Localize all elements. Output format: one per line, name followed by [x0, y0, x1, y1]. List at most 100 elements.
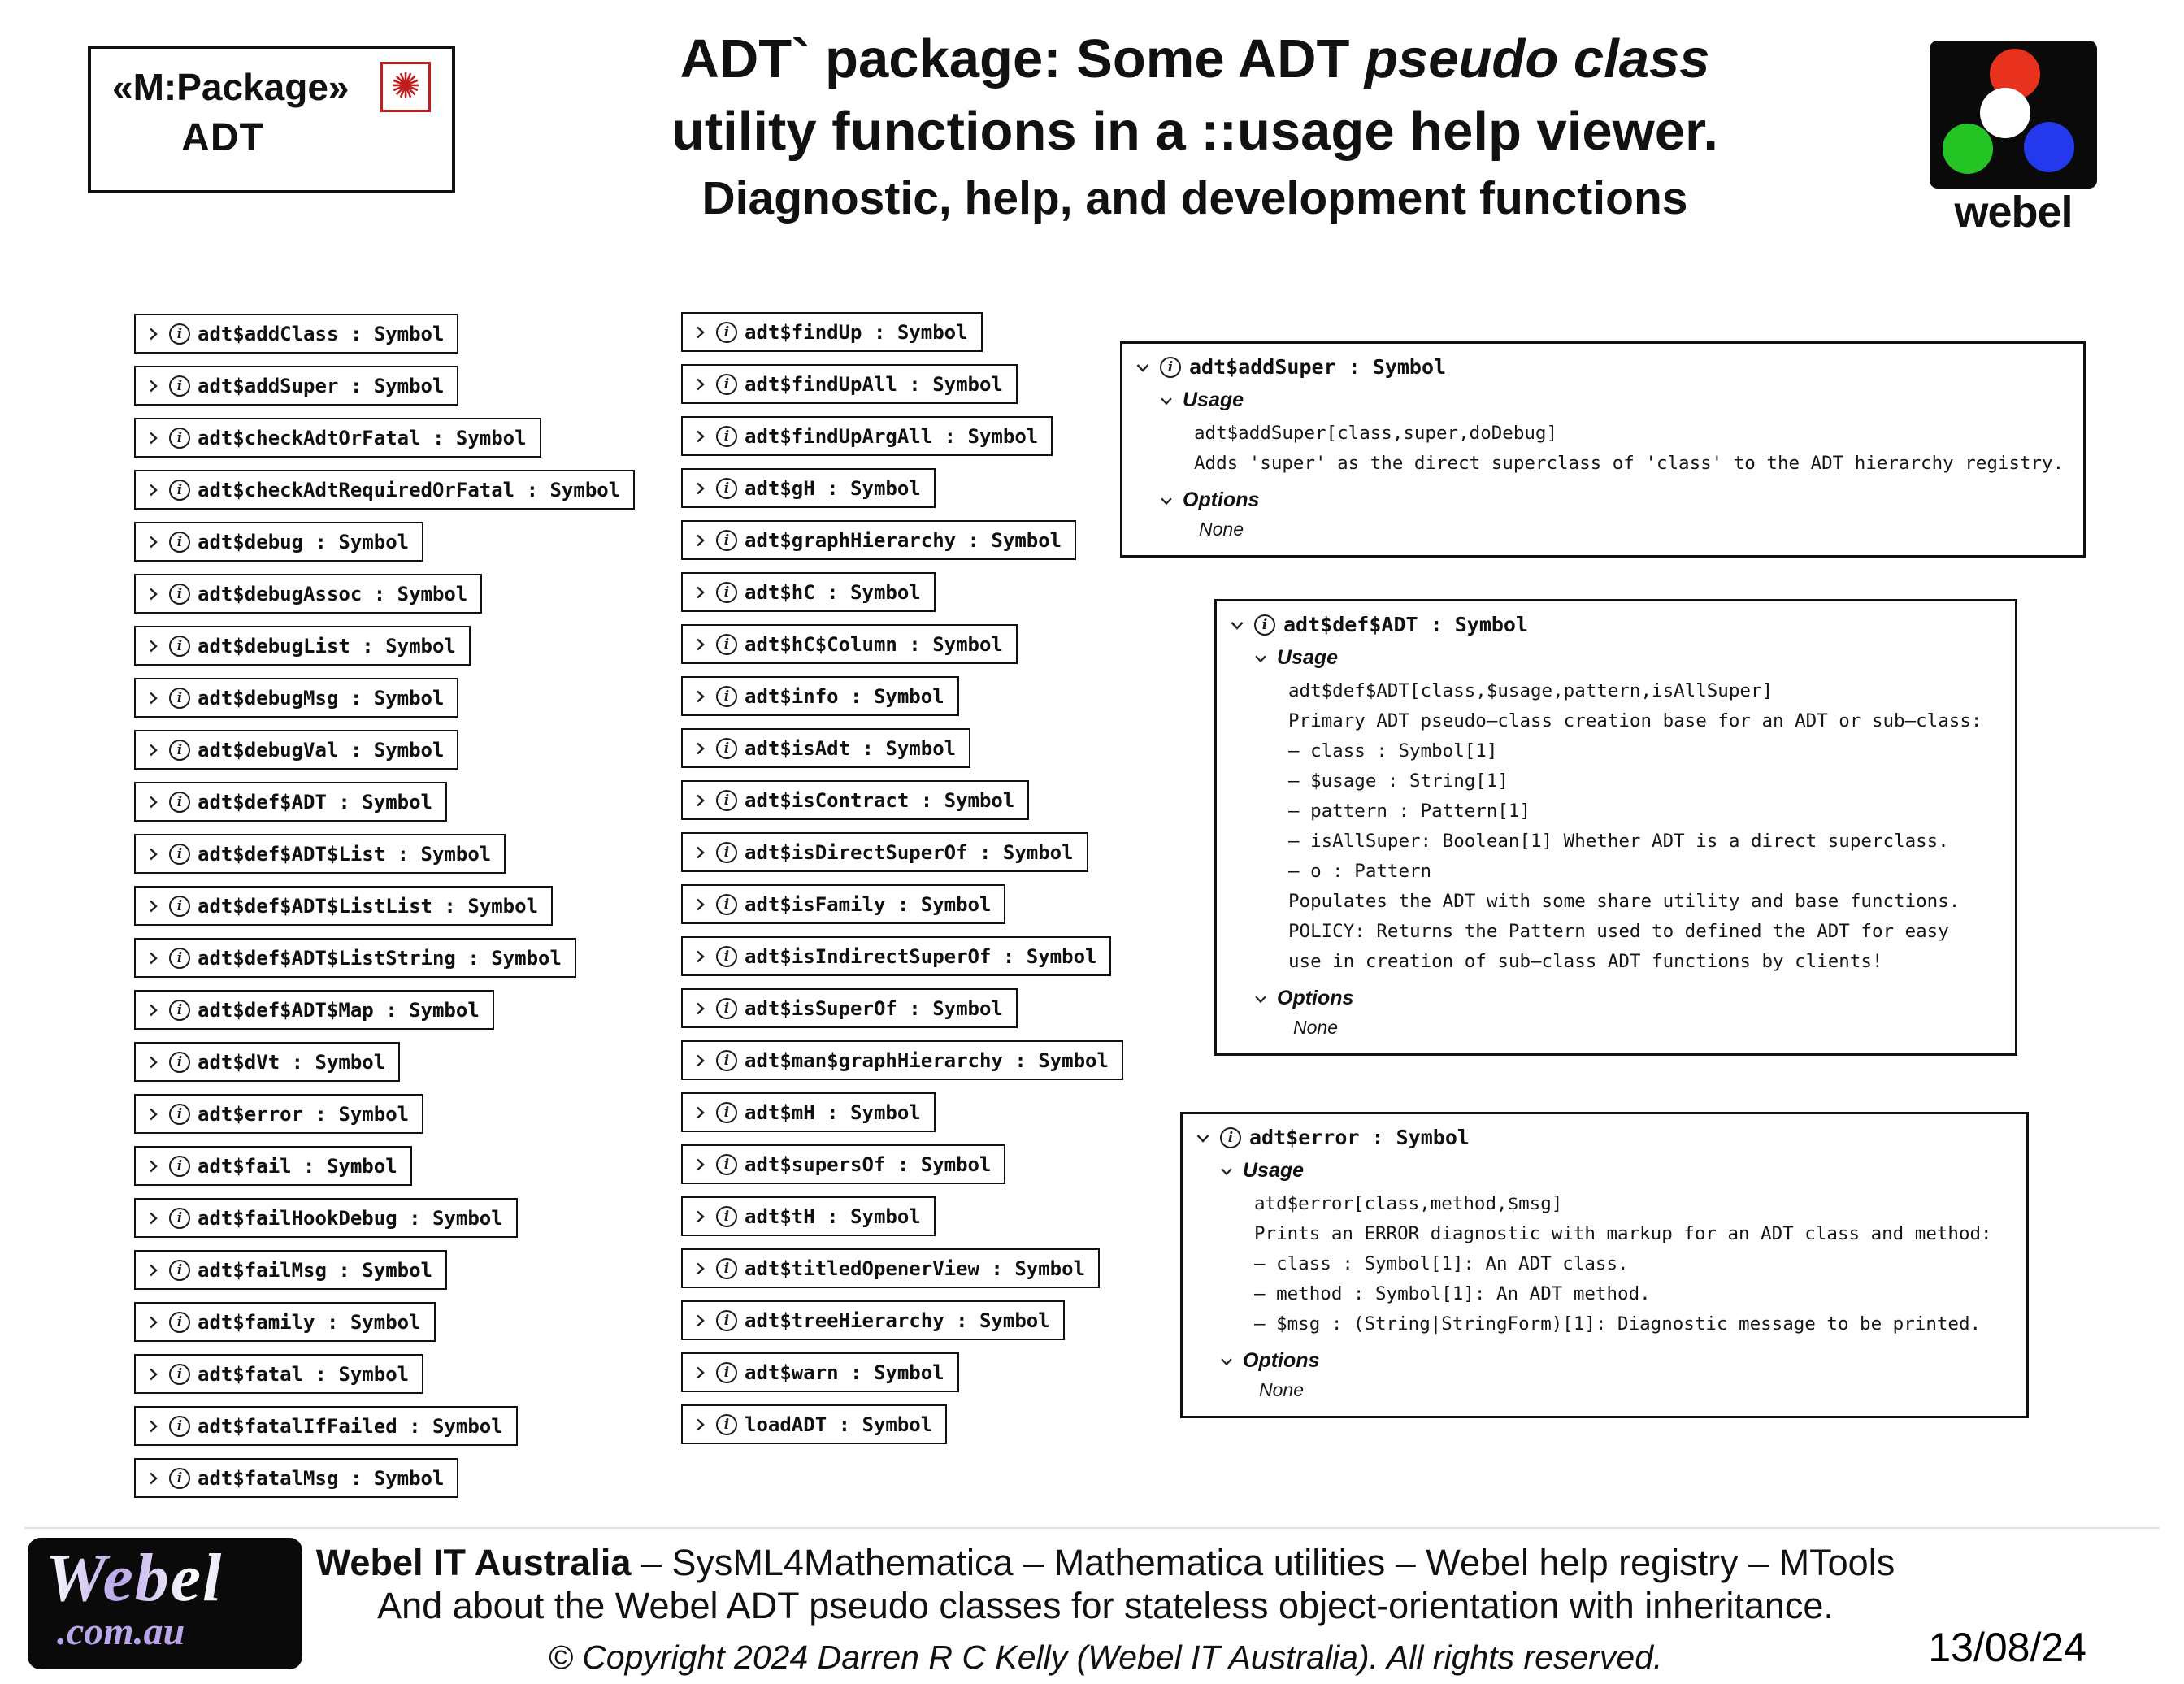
- symbol-opener[interactable]: i adt$info : Symbol: [681, 676, 959, 716]
- chevron-right-icon[interactable]: [691, 636, 709, 653]
- info-icon[interactable]: i: [716, 1257, 737, 1279]
- info-icon[interactable]: i: [716, 581, 737, 603]
- info-icon[interactable]: i: [716, 1101, 737, 1123]
- chevron-right-icon[interactable]: [144, 1313, 162, 1331]
- chevron-right-icon[interactable]: [144, 1053, 162, 1071]
- info-icon[interactable]: i: [716, 321, 737, 343]
- symbol-opener[interactable]: i adt$isAdt : Symbol: [681, 728, 971, 768]
- chevron-right-icon[interactable]: [691, 1416, 709, 1434]
- options-section-header[interactable]: Options: [1218, 1349, 2012, 1373]
- symbol-opener[interactable]: i adt$checkAdtRequiredOrFatal : Symbol: [134, 470, 636, 510]
- symbol-opener[interactable]: i adt$findUpArgAll : Symbol: [681, 416, 1053, 456]
- info-icon[interactable]: i: [1160, 356, 1181, 378]
- info-icon[interactable]: i: [169, 531, 190, 553]
- info-icon[interactable]: i: [169, 1363, 190, 1385]
- chevron-right-icon[interactable]: [691, 1260, 709, 1278]
- symbol-opener[interactable]: i adt$man$graphHierarchy : Symbol: [681, 1040, 1123, 1080]
- info-icon[interactable]: i: [169, 1259, 190, 1281]
- options-section-header[interactable]: Options: [1253, 987, 2000, 1010]
- symbol-opener[interactable]: i adt$tH : Symbol: [681, 1196, 936, 1236]
- symbol-opener[interactable]: i adt$treeHierarchy : Symbol: [681, 1300, 1065, 1340]
- chevron-right-icon[interactable]: [144, 585, 162, 603]
- info-icon[interactable]: i: [716, 841, 737, 863]
- symbol-opener[interactable]: i adt$checkAdtOrFatal : Symbol: [134, 418, 541, 458]
- symbol-opener[interactable]: i adt$fail : Symbol: [134, 1146, 412, 1186]
- symbol-opener[interactable]: i adt$failHookDebug : Symbol: [134, 1198, 518, 1238]
- symbol-opener[interactable]: i adt$debug : Symbol: [134, 522, 424, 562]
- info-icon[interactable]: i: [169, 1051, 190, 1073]
- chevron-right-icon[interactable]: [144, 1365, 162, 1383]
- info-icon[interactable]: i: [716, 737, 737, 759]
- symbol-opener[interactable]: i adt$fatalMsg : Symbol: [134, 1458, 459, 1498]
- info-icon[interactable]: i: [169, 791, 190, 813]
- symbol-opener[interactable]: i adt$isContract : Symbol: [681, 780, 1030, 820]
- info-icon[interactable]: i: [716, 477, 737, 499]
- info-icon[interactable]: i: [1220, 1126, 1241, 1148]
- chevron-down-icon[interactable]: [1158, 493, 1174, 509]
- chevron-right-icon[interactable]: [691, 375, 709, 393]
- info-icon[interactable]: i: [716, 633, 737, 655]
- chevron-right-icon[interactable]: [144, 793, 162, 811]
- chevron-right-icon[interactable]: [691, 1000, 709, 1018]
- panel-title-row[interactable]: i adt$def$ADT : Symbol: [1228, 613, 2000, 636]
- chevron-right-icon[interactable]: [691, 1208, 709, 1226]
- info-icon[interactable]: i: [716, 529, 737, 551]
- chevron-right-icon[interactable]: [691, 1104, 709, 1122]
- info-icon[interactable]: i: [169, 323, 190, 345]
- symbol-opener[interactable]: i adt$fatal : Symbol: [134, 1354, 424, 1394]
- symbol-opener[interactable]: i adt$isDirectSuperOf : Symbol: [681, 832, 1088, 872]
- chevron-right-icon[interactable]: [144, 429, 162, 447]
- chevron-right-icon[interactable]: [144, 1261, 162, 1279]
- symbol-opener[interactable]: i adt$addSuper : Symbol: [134, 366, 459, 406]
- symbol-opener[interactable]: i adt$dVt : Symbol: [134, 1042, 401, 1082]
- chevron-down-icon[interactable]: [1228, 616, 1246, 634]
- info-icon[interactable]: i: [716, 373, 737, 395]
- info-icon[interactable]: i: [169, 999, 190, 1021]
- chevron-right-icon[interactable]: [144, 481, 162, 499]
- chevron-right-icon[interactable]: [144, 1469, 162, 1487]
- info-icon[interactable]: i: [716, 1361, 737, 1383]
- symbol-opener[interactable]: i adt$def$ADT$ListString : Symbol: [134, 938, 576, 978]
- options-section-header[interactable]: Options: [1158, 488, 2069, 512]
- info-icon[interactable]: i: [169, 947, 190, 969]
- chevron-right-icon[interactable]: [691, 1156, 709, 1174]
- symbol-opener[interactable]: i adt$hC$Column : Symbol: [681, 624, 1018, 664]
- info-icon[interactable]: i: [716, 1205, 737, 1227]
- chevron-right-icon[interactable]: [144, 689, 162, 707]
- symbol-opener[interactable]: i adt$graphHierarchy : Symbol: [681, 520, 1077, 560]
- chevron-right-icon[interactable]: [144, 845, 162, 863]
- chevron-right-icon[interactable]: [691, 688, 709, 705]
- symbol-opener[interactable]: i adt$isSuperOf : Symbol: [681, 988, 1018, 1028]
- chevron-right-icon[interactable]: [144, 897, 162, 915]
- info-icon[interactable]: i: [1254, 614, 1275, 636]
- info-icon[interactable]: i: [716, 1049, 737, 1071]
- symbol-opener[interactable]: i adt$gH : Symbol: [681, 468, 936, 508]
- info-icon[interactable]: i: [716, 893, 737, 915]
- info-icon[interactable]: i: [716, 1309, 737, 1331]
- chevron-right-icon[interactable]: [691, 584, 709, 601]
- symbol-opener[interactable]: i adt$debugAssoc : Symbol: [134, 574, 483, 614]
- symbol-opener[interactable]: i adt$debugList : Symbol: [134, 626, 471, 666]
- info-icon[interactable]: i: [169, 843, 190, 865]
- symbol-opener[interactable]: i adt$family : Symbol: [134, 1302, 436, 1342]
- chevron-right-icon[interactable]: [144, 1001, 162, 1019]
- info-icon[interactable]: i: [169, 1155, 190, 1177]
- chevron-right-icon[interactable]: [691, 1312, 709, 1330]
- info-icon[interactable]: i: [169, 375, 190, 397]
- chevron-right-icon[interactable]: [691, 948, 709, 966]
- info-icon[interactable]: i: [716, 789, 737, 811]
- symbol-opener[interactable]: i adt$def$ADT$List : Symbol: [134, 834, 506, 874]
- symbol-opener[interactable]: i adt$def$ADT$Map : Symbol: [134, 990, 494, 1030]
- symbol-opener[interactable]: i adt$addClass : Symbol: [134, 314, 459, 354]
- chevron-right-icon[interactable]: [144, 1417, 162, 1435]
- chevron-down-icon[interactable]: [1218, 1163, 1235, 1179]
- info-icon[interactable]: i: [169, 1415, 190, 1437]
- symbol-opener[interactable]: i adt$mH : Symbol: [681, 1092, 936, 1132]
- chevron-right-icon[interactable]: [144, 1209, 162, 1227]
- info-icon[interactable]: i: [169, 1311, 190, 1333]
- symbol-opener[interactable]: i adt$debugVal : Symbol: [134, 730, 459, 770]
- chevron-down-icon[interactable]: [1134, 358, 1152, 376]
- chevron-down-icon[interactable]: [1253, 650, 1269, 666]
- info-icon[interactable]: i: [169, 739, 190, 761]
- info-icon[interactable]: i: [716, 685, 737, 707]
